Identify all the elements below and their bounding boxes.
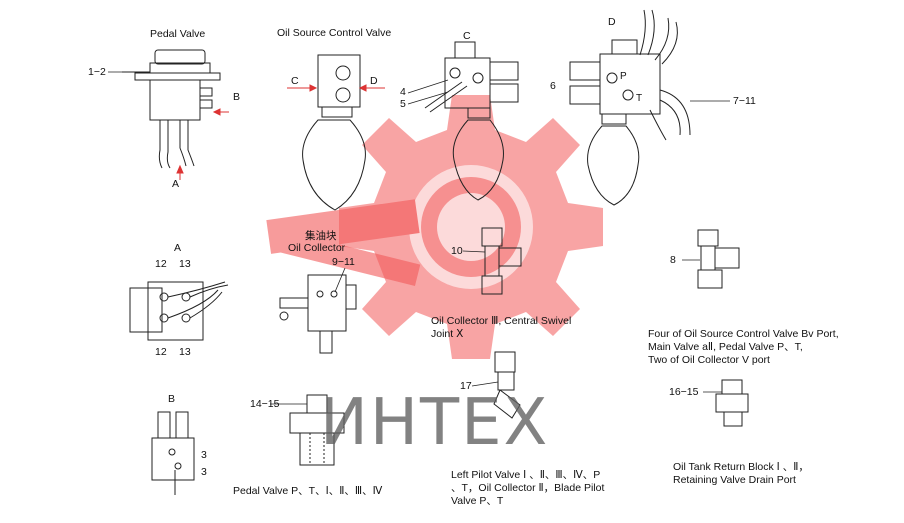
pedal-valve-title: Pedal Valve — [150, 28, 206, 40]
view-a-detail-drawing — [129, 281, 229, 341]
callout-3-bottom: 3 — [201, 466, 207, 478]
caption-left-pilot-line-3: Valve P、T — [451, 495, 504, 507]
caption-tank-return-line-1: Oil Tank Return Block Ⅰ 、Ⅱ， — [673, 461, 809, 473]
oil-source-arrows — [287, 84, 385, 92]
callout-14-15: 14−15 — [250, 398, 280, 410]
view-d-title: D — [608, 16, 616, 28]
view-d-valve-drawing — [569, 9, 691, 206]
caption-four-ports-line-2: Main Valve aⅡ, Pedal Valve P、T, — [648, 341, 803, 353]
watermark-gear-inner — [266, 165, 533, 289]
callout-12-bottom: 12 — [155, 346, 167, 358]
watermark-text: ИНТЕХ — [320, 386, 550, 460]
fitting-16-15-drawing — [715, 379, 749, 427]
caption-left-pilot-line-1: Left Pilot Valve Ⅰ 、Ⅱ、Ⅲ、Ⅳ、P — [451, 469, 601, 481]
view-b-detail-drawing — [151, 411, 195, 495]
port-mark-p: P — [620, 71, 627, 82]
callout-16-15: 16−15 — [669, 386, 699, 398]
callout-6: 6 — [550, 80, 556, 92]
caption-four-ports-line-1: Four of Oil Source Control Valve Bv Port… — [648, 328, 839, 340]
arrow-b-label: B — [233, 91, 241, 103]
view-b-title: B — [168, 393, 176, 405]
caption-four-ports-line-3: Two of Oil Collector V port — [648, 354, 770, 366]
fitting-17-drawing — [493, 351, 521, 419]
caption-collector-swivel-line-1: Oil Collector Ⅲ, Central Swivel — [431, 315, 572, 327]
caption-collector-swivel-line-2: Joint Ⅹ — [431, 328, 464, 340]
oil-collector-en-title: Oil Collector — [288, 242, 346, 254]
fitting-10-drawing — [481, 227, 522, 295]
view-c-valve-drawing — [424, 41, 519, 201]
fitting-8-drawing — [697, 229, 740, 289]
callout-5: 5 — [400, 98, 406, 110]
oil-collector-cn-title: 集油块 — [305, 230, 337, 242]
callout-17: 17 — [460, 380, 472, 392]
callout-13-top: 13 — [179, 258, 191, 270]
oil-source-control-valve-drawing — [302, 54, 366, 211]
callout-3-top: 3 — [201, 449, 207, 461]
callout-13-bottom: 13 — [179, 346, 191, 358]
callout-9-11: 9−11 — [332, 256, 355, 268]
callout-10: 10 — [451, 245, 463, 257]
pedal-arrows — [176, 108, 229, 180]
port-mark-t: T — [636, 93, 643, 104]
view-c-title: C — [463, 30, 471, 42]
callout-8: 8 — [670, 254, 676, 266]
arrow-c-label: C — [291, 75, 299, 87]
callout-1-2: 1−2 — [88, 66, 106, 78]
pedal-valve-drawing — [122, 49, 221, 169]
oil-collector-drawing — [279, 274, 357, 354]
callout-7-11: 7−11 — [733, 95, 756, 107]
arrow-a-label: A — [172, 178, 180, 190]
leader-lines — [108, 71, 730, 405]
caption-left-pilot-line-2: 、T，Oil Collector Ⅱ，Blade Pilot — [451, 482, 605, 494]
caption-pedal-ports: Pedal Valve P、T、Ⅰ、Ⅱ、Ⅲ、Ⅳ — [233, 485, 383, 497]
caption-tank-return-line-2: Retaining Valve Drain Port — [673, 474, 796, 486]
callout-4: 4 — [400, 86, 406, 98]
callout-12-top: 12 — [155, 258, 167, 270]
oil-source-control-valve-title: Oil Source Control Valve — [277, 27, 392, 39]
view-a-title: A — [174, 242, 182, 254]
arrow-d-label: D — [370, 75, 378, 87]
